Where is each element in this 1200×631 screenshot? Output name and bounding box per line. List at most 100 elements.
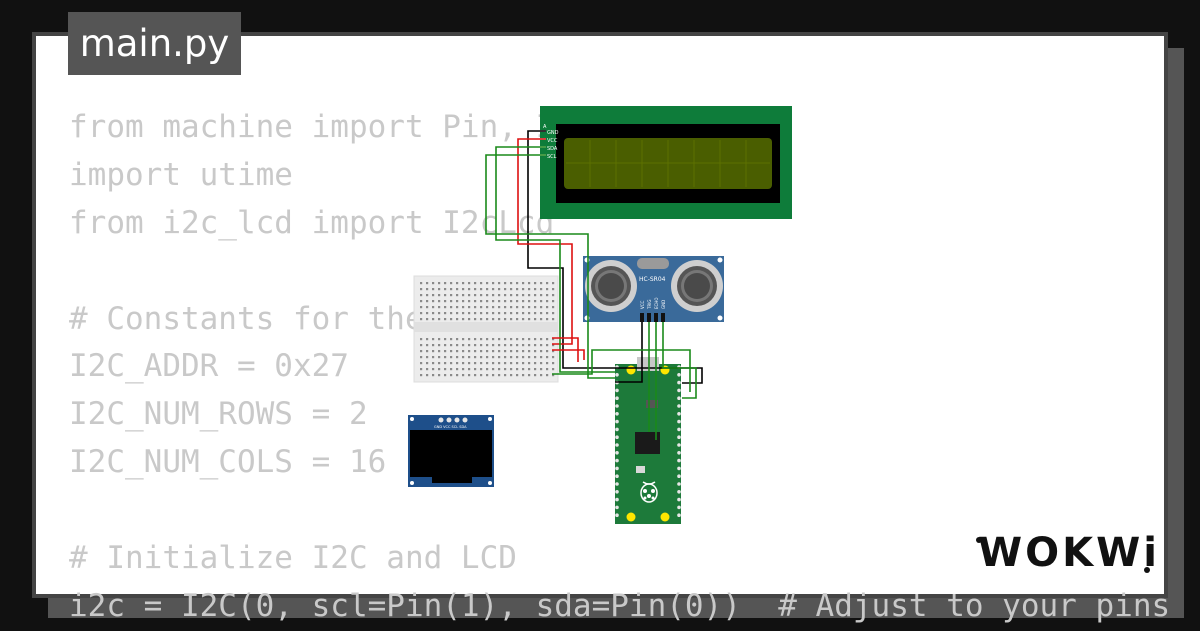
breadboard-hole (438, 356, 441, 359)
breadboard-hole (504, 368, 507, 371)
breadboard-hole (462, 362, 465, 365)
breadboard-hole (438, 344, 441, 347)
breadboard-hole (540, 344, 543, 347)
breadboard-hole (426, 294, 429, 297)
breadboard-hole (480, 338, 483, 341)
breadboard-hole (432, 362, 435, 365)
breadboard-hole (516, 344, 519, 347)
pico-pin (677, 373, 681, 377)
breadboard-hole (468, 338, 471, 341)
breadboard-hole (498, 362, 501, 365)
breadboard-hole (444, 300, 447, 303)
breadboard-hole (420, 350, 423, 353)
breadboard-hole (456, 312, 459, 315)
breadboard-hole (504, 362, 507, 365)
breadboard-hole (516, 374, 519, 377)
breadboard-hole (486, 306, 489, 309)
breadboard-hole (462, 312, 465, 315)
breadboard-hole (516, 338, 519, 341)
pico-pin (615, 435, 619, 440)
oled-display: GND VCC SCL SDA (408, 415, 494, 487)
pico-pin (615, 466, 619, 471)
breadboard-hole (432, 356, 435, 359)
pico-pin (677, 490, 681, 494)
pico-pin (677, 419, 681, 424)
breadboard-hole (426, 350, 429, 353)
breadboard-hole (510, 338, 513, 341)
breadboard-hole (420, 294, 423, 297)
breadboard-hole (546, 374, 549, 377)
breadboard-hole (456, 306, 459, 309)
breadboard-hole (444, 374, 447, 377)
wires (485, 130, 703, 440)
pico-pin (615, 451, 619, 455)
breadboard-hole (486, 362, 489, 365)
breadboard-hole (546, 312, 549, 315)
breadboard-hole (456, 368, 459, 371)
breadboard-hole (510, 350, 513, 353)
file-tab[interactable]: main.py (68, 12, 241, 75)
breadboard-hole (456, 282, 459, 285)
breadboard-hole (426, 356, 429, 359)
breadboard-hole (540, 362, 543, 365)
breadboard-hole (486, 294, 489, 297)
breadboard-hole (528, 282, 531, 285)
breadboard-hole (420, 368, 423, 371)
breadboard-hole (450, 338, 453, 341)
pico-pin (615, 388, 619, 393)
breadboard-hole (510, 312, 513, 315)
breadboard-hole (528, 362, 531, 365)
breadboard-hole (546, 300, 549, 303)
breadboard-hole (546, 368, 549, 371)
breadboard-hole (438, 318, 441, 321)
breadboard-hole (444, 282, 447, 285)
pico-pin (615, 412, 619, 416)
breadboard-hole (504, 318, 507, 321)
breadboard-hole (480, 318, 483, 321)
breadboard-hole (444, 312, 447, 315)
breadboard-hole (492, 312, 495, 315)
breadboard-hole (504, 282, 507, 285)
breadboard-hole (528, 374, 531, 377)
breadboard-hole (528, 318, 531, 321)
breadboard-hole (504, 294, 507, 297)
breadboard-hole (486, 300, 489, 303)
breadboard-hole (438, 368, 441, 371)
breadboard-hole (468, 356, 471, 359)
oled-header: GND VCC SCL SDA (434, 425, 467, 429)
breadboard-hole (552, 294, 555, 297)
breadboard-hole (492, 356, 495, 359)
breadboard-hole (522, 344, 525, 347)
breadboard-hole (486, 318, 489, 321)
breadboard-hole (426, 344, 429, 347)
breadboard-hole (552, 374, 555, 377)
breadboard-hole (486, 374, 489, 377)
breadboard-hole (450, 294, 453, 297)
pico-pin (677, 497, 681, 502)
breadboard-hole (438, 294, 441, 297)
breadboard-hole (552, 362, 555, 365)
pico-pin (677, 466, 681, 471)
pico-pin (615, 497, 619, 502)
breadboard-hole (486, 338, 489, 341)
lcd-pin-label: VCC (547, 138, 558, 144)
breadboard-hole (528, 350, 531, 353)
raspberry-logo-icon (640, 481, 658, 503)
breadboard-hole (474, 368, 477, 371)
breadboard-hole (462, 288, 465, 291)
breadboard-hole (504, 356, 507, 359)
breadboard-hole (462, 374, 465, 377)
breadboard-hole (486, 350, 489, 353)
sensor-pin-label: TRIG (647, 299, 652, 310)
breadboard-hole (474, 300, 477, 303)
breadboard-hole (510, 318, 513, 321)
breadboard-hole (486, 356, 489, 359)
breadboard-hole (462, 368, 465, 371)
breadboard-hole (468, 300, 471, 303)
breadboard-hole (426, 374, 429, 377)
code-line: I2C_NUM_ROWS = 2 (69, 396, 368, 433)
breadboard-hole (474, 344, 477, 347)
breadboard-hole (432, 368, 435, 371)
breadboard-hole (456, 356, 459, 359)
code-line: # Initialize I2C and LCD (69, 540, 517, 577)
